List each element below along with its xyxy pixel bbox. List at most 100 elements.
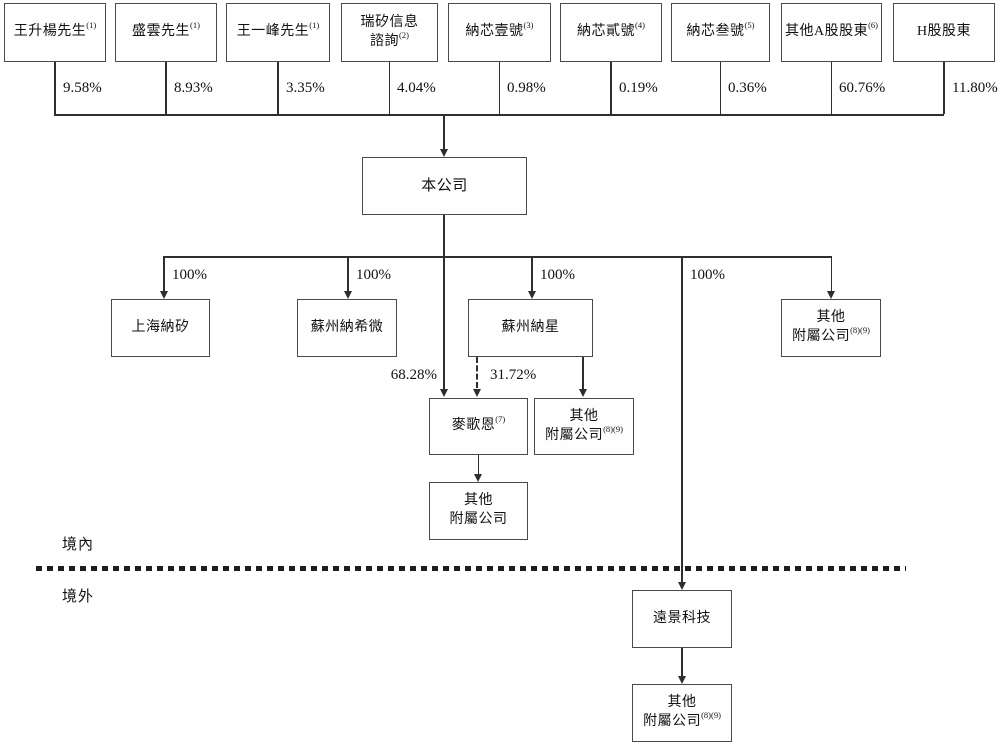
arrowhead [578, 389, 587, 397]
subsidiary-name: 蘇州納星 [501, 319, 560, 335]
footnote-ref: (6) [868, 20, 879, 31]
footnote-ref: (8)(9) [603, 423, 623, 434]
connector-line [163, 256, 833, 258]
footnote-ref: (1) [86, 20, 97, 31]
connector-line [681, 648, 683, 677]
subsidiary-box-shanghai-naxi: 上海納矽 [111, 299, 210, 357]
connector-line [388, 62, 391, 114]
connector-line [610, 62, 612, 114]
shareholder-box-ruixi-info: 瑞矽信息 諮詢(2) [341, 3, 438, 62]
arrowhead [677, 676, 686, 684]
region-label-offshore: 境外 [62, 589, 95, 605]
subsidiary-name-line2: 附屬公司(8)(9) [792, 325, 870, 344]
footnote-ref: (3) [523, 20, 534, 31]
connector-line [719, 62, 722, 114]
subsidiary-box-other-subsidiaries-mid: 其他 附屬公司(8)(9) [534, 398, 634, 455]
subsidiary-name: 其他 [569, 408, 599, 424]
company-name: 本公司 [421, 177, 468, 194]
shareholder-box-h-shareholders: H股股東 [893, 3, 995, 62]
shareholder-name: H股股東 [916, 24, 972, 40]
ownership-percent: 68.28% [390, 367, 437, 383]
subsidiary-name: 上海納矽 [131, 319, 190, 335]
arrowhead [827, 291, 835, 299]
shareholder-box-naxin-no3: 納芯叁號(5) [671, 3, 770, 62]
subsidiary-name: 蘇州納希微 [310, 319, 384, 335]
shareholder-name: 王一峰先生(1) [236, 20, 320, 40]
ownership-percent: 100% [172, 267, 207, 283]
ownership-percent: 8.93% [174, 80, 213, 96]
footnote-ref: (5) [744, 20, 755, 31]
connector-line [582, 357, 584, 390]
connector-line [531, 256, 533, 292]
connector-line [54, 114, 945, 116]
connector-line [54, 62, 56, 114]
connector-line [443, 215, 445, 256]
subsidiary-name: 遠景科技 [653, 610, 711, 626]
subsidiary-name: 其他 [464, 493, 493, 509]
connector-line [163, 256, 165, 292]
arrowhead [439, 149, 448, 157]
connector-line-dashed [476, 357, 479, 388]
shareholder-box-sheng-yun: 盛雲先生(1) [115, 3, 217, 62]
connector-line [347, 256, 349, 292]
subsidiary-box-suzhou-naxing: 蘇州納星 [468, 299, 593, 357]
connector-line [477, 455, 480, 475]
shareholder-name: 納芯壹號(3) [465, 20, 534, 40]
shareholder-box-wang-yi-feng: 王一峰先生(1) [226, 3, 330, 62]
onshore-offshore-divider [36, 566, 906, 571]
ownership-percent: 0.98% [507, 80, 546, 96]
connector-line [165, 62, 167, 114]
connector-line [830, 62, 833, 114]
shareholder-box-wang-sheng-yang: 王升楊先生(1) [4, 3, 106, 62]
subsidiary-name: 麥歌恩(7) [451, 414, 506, 434]
connector-line [277, 62, 279, 114]
arrowhead [439, 389, 448, 397]
arrowhead [343, 291, 352, 299]
subsidiary-box-other-subsidiaries-under-magtron: 其他 附屬公司 [429, 482, 528, 540]
shareholder-name: 納芯叁號(5) [686, 20, 755, 40]
subsidiary-box-other-subsidiaries-right: 其他 附屬公司(8)(9) [781, 299, 881, 357]
arrowhead [527, 291, 536, 299]
ownership-percent: 100% [356, 267, 391, 283]
arrowhead [474, 474, 482, 482]
subsidiary-name-line2: 附屬公司(8)(9) [643, 710, 721, 729]
connector-line [681, 256, 683, 583]
subsidiary-name-line2: 附屬公司 [449, 512, 508, 527]
shareholder-name: 瑞矽信息 [360, 14, 419, 30]
shareholder-name: 納芯貳號(4) [577, 20, 645, 40]
connector-line [443, 256, 445, 390]
subsidiary-box-magtron: 麥歌恩(7) [429, 398, 528, 455]
shareholder-name: 盛雲先生(1) [132, 20, 200, 40]
shareholder-box-naxin-no2: 納芯貳號(4) [560, 3, 662, 62]
ownership-percent: 3.35% [286, 80, 325, 96]
connector-line [830, 256, 833, 292]
arrowhead [472, 389, 481, 397]
subsidiary-box-suzhou-naxiwei: 蘇州納希微 [297, 299, 397, 357]
subsidiary-box-other-subsidiaries-bottom: 其他 附屬公司(8)(9) [632, 684, 732, 742]
ownership-percent: 11.80% [952, 80, 998, 96]
connector-line [498, 62, 501, 114]
ownership-percent: 31.72% [490, 367, 537, 383]
ownership-percent: 9.58% [63, 80, 102, 96]
footnote-ref: (8)(9) [850, 325, 870, 336]
footnote-ref: (7) [495, 414, 506, 425]
ownership-percent: 4.04% [397, 80, 436, 96]
footnote-ref: (2) [399, 29, 409, 40]
subsidiary-name: 其他 [816, 310, 846, 326]
footnote-ref: (1) [190, 20, 200, 31]
footnote-ref: (8)(9) [701, 710, 721, 721]
shareholder-box-naxin-no1: 納芯壹號(3) [448, 3, 551, 62]
connector-line [943, 62, 945, 114]
ownership-percent: 100% [690, 267, 725, 283]
subsidiary-name: 其他 [667, 695, 697, 711]
ownership-percent: 0.36% [728, 80, 767, 96]
shareholder-name-line2: 諮詢(2) [370, 29, 409, 49]
shareholder-box-other-a-shareholders: 其他A股股東(6) [781, 3, 882, 62]
arrowhead [159, 291, 168, 299]
region-label-onshore: 境內 [62, 537, 95, 553]
shareholder-name: 其他A股股東(6) [784, 20, 879, 40]
arrowhead [677, 582, 686, 590]
subsidiary-box-yuanjing-tech: 遠景科技 [632, 590, 732, 648]
footnote-ref: (4) [635, 20, 645, 31]
